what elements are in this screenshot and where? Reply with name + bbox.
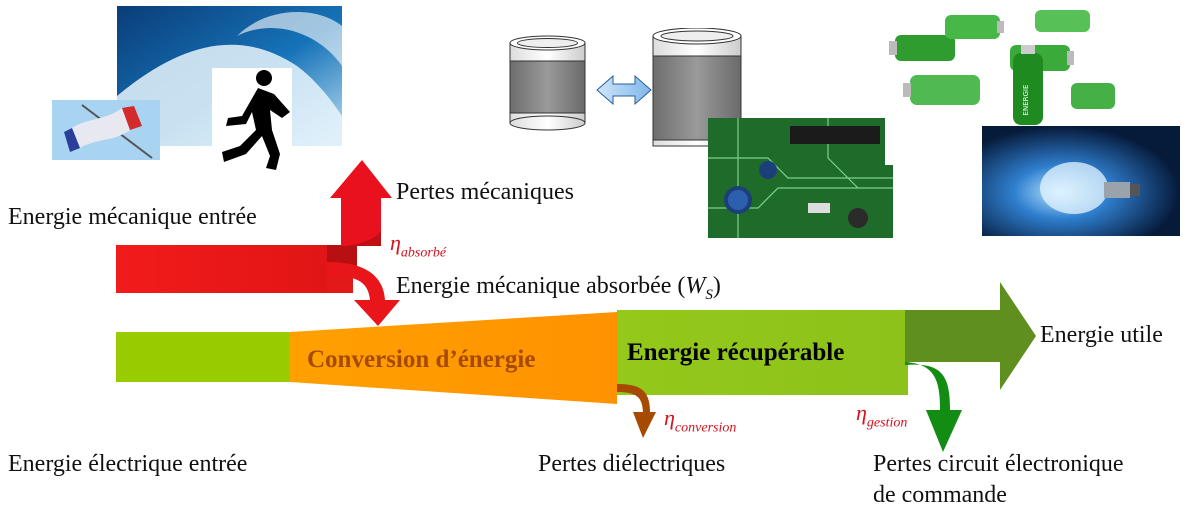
mechanical-losses-arrow	[330, 160, 392, 246]
conversion-trapezoid	[290, 312, 617, 404]
electrical-input-label: Energie électrique entrée	[8, 451, 248, 477]
recoverable-energy-band	[617, 310, 908, 395]
eta-management-subscript: gestion	[866, 415, 908, 431]
electrical-input-band	[116, 332, 291, 382]
eta-absorbed-subscript: absorbé	[400, 245, 447, 261]
eta-symbol: η	[390, 230, 401, 255]
light-bulb-photo	[982, 126, 1180, 236]
mechanical-input-label: Energie mécanique entrée	[8, 204, 257, 230]
mechanical-absorbed-label: Energie mécanique absorbée (WS)	[396, 274, 721, 303]
eta-symbol: η	[664, 405, 675, 430]
mechanical-losses-label: Pertes mécaniques	[396, 179, 574, 205]
circuit-losses-arrow	[905, 362, 962, 452]
work-subscript: S	[705, 287, 713, 303]
dielectric-losses-arrow	[617, 384, 656, 438]
eta-symbol: η	[856, 400, 867, 425]
dielectric-losses-label: Pertes diélectriques	[538, 451, 726, 477]
useful-energy-label: Energie utile	[1040, 322, 1163, 348]
work-symbol: W	[685, 273, 706, 299]
runner-silhouette	[212, 68, 292, 173]
french-flag-photo	[52, 100, 160, 160]
useful-energy-arrow	[905, 282, 1036, 390]
recoverable-label: Energie récupérable	[627, 339, 845, 366]
circuit-board-photo	[708, 118, 893, 238]
svg-text:ENERGIE: ENERGIE	[1022, 85, 1030, 116]
circuit-losses-label-line1: Pertes circuit électronique	[873, 451, 1124, 477]
eta-management-label: ηgestion	[856, 400, 907, 431]
mechanical-absorbed-arrow	[327, 262, 400, 326]
eta-conversion-subscript: conversion	[674, 420, 737, 436]
eta-absorbed-label: ηabsorbé	[390, 230, 446, 261]
eta-conversion-label: ηconversion	[664, 405, 736, 436]
conversion-label: Conversion d’énergie	[307, 346, 536, 373]
circuit-losses-label-line2: de commande	[873, 482, 1007, 508]
mechanical-input-band	[116, 245, 328, 293]
mechanical-absorbed-text: Energie mécanique absorbée (	[396, 273, 686, 299]
mechanical-absorbed-close: )	[712, 273, 721, 299]
